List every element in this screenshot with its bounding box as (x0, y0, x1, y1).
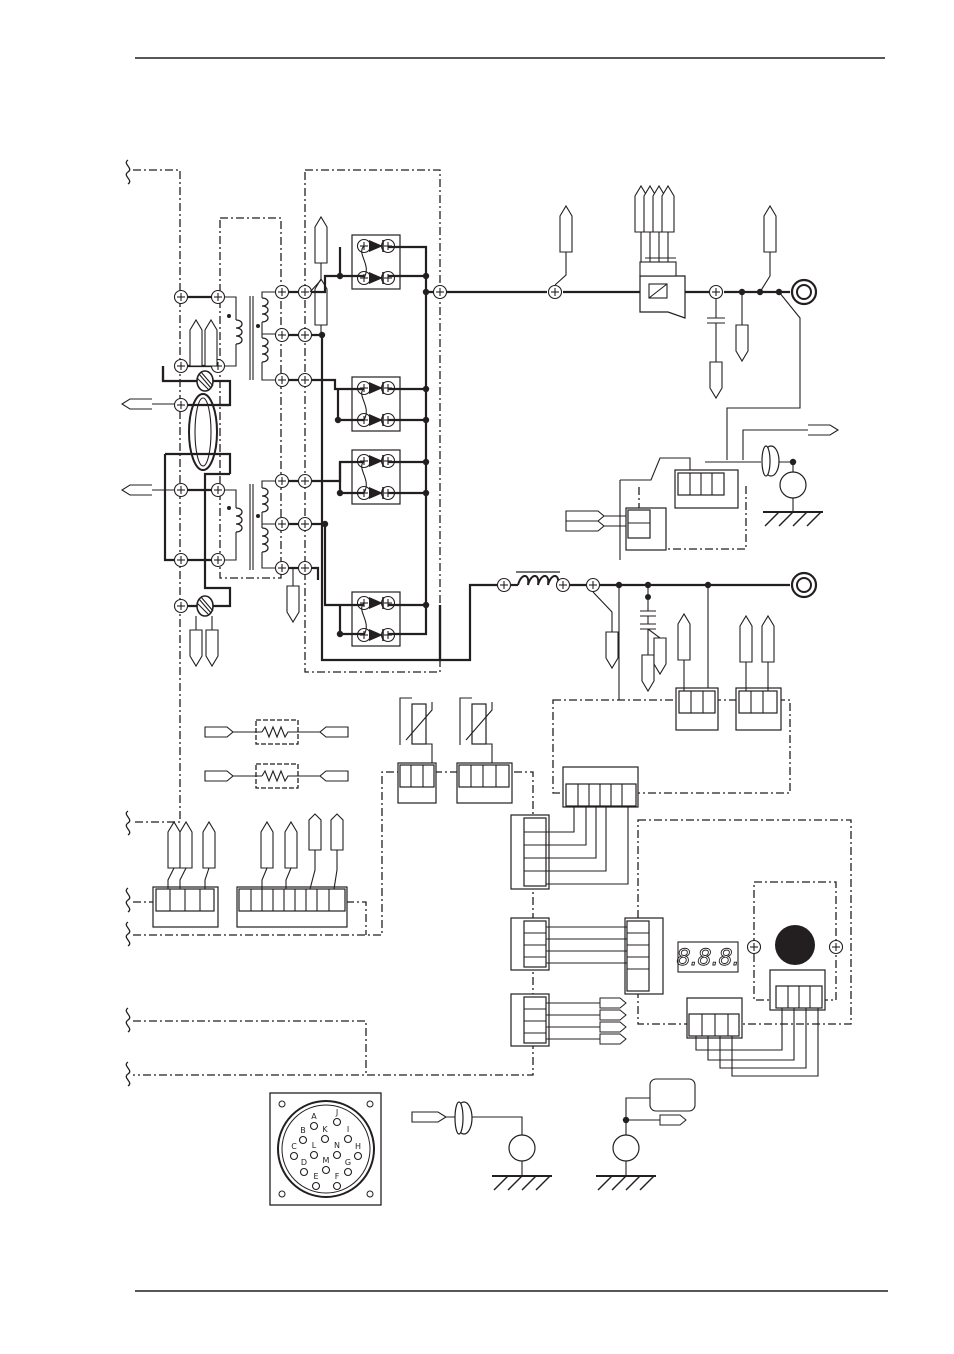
resistor-1 (205, 720, 348, 744)
connector-pin-label: B (300, 1126, 306, 1135)
connector-pin-hole (334, 1152, 341, 1159)
connector-pin-label: F (335, 1172, 340, 1181)
break-marks (126, 160, 129, 1086)
connector-pin-label: N (334, 1141, 340, 1150)
connector-pin-label: A (311, 1112, 317, 1121)
rectifier-bank (312, 235, 504, 660)
connector-pin-hole (322, 1136, 329, 1143)
mid-connectors (205, 614, 781, 807)
ground-section-lower (412, 1079, 695, 1190)
resistor-2 (205, 764, 348, 788)
connector-pin-label: G (345, 1158, 351, 1167)
terminal-strips-lower (153, 814, 347, 927)
connector-pin-hole (301, 1169, 308, 1176)
connector-pin-hole (334, 1119, 341, 1126)
potentiometer-knob (775, 925, 815, 965)
connector-pin-label: J (335, 1108, 338, 1117)
transformer-section (122, 217, 327, 666)
circular-connector: A J B K I C L N H D M G E F (270, 1093, 381, 1205)
connector-pin-label: E (313, 1172, 318, 1181)
connector-pin-label: H (355, 1142, 361, 1151)
connector-pin-label: D (301, 1158, 307, 1167)
ground-section-upper (566, 425, 838, 560)
connector-pin-label: C (291, 1142, 297, 1151)
connector-pin-hole (311, 1152, 318, 1159)
display-readout: 8.8.8. (677, 946, 740, 971)
connector-pin-label: I (347, 1125, 349, 1134)
connector-pin-hole (334, 1183, 341, 1190)
connector-pin-hole (323, 1167, 330, 1174)
control-board: 8.8.8. (511, 806, 843, 1076)
connector-pin-hole (311, 1123, 318, 1130)
connector-pin-hole (345, 1136, 352, 1143)
connector-pin-label: L (312, 1141, 317, 1150)
connector-pin-hole (313, 1183, 320, 1190)
connector-pin-label: M (323, 1156, 330, 1165)
connector-pin-hole (291, 1153, 298, 1160)
positive-output (426, 186, 816, 460)
connector-pin-hole (300, 1137, 307, 1144)
connector-pin-label: K (322, 1125, 328, 1134)
connector-pin-hole (355, 1153, 362, 1160)
connector-pin-hole (345, 1169, 352, 1176)
